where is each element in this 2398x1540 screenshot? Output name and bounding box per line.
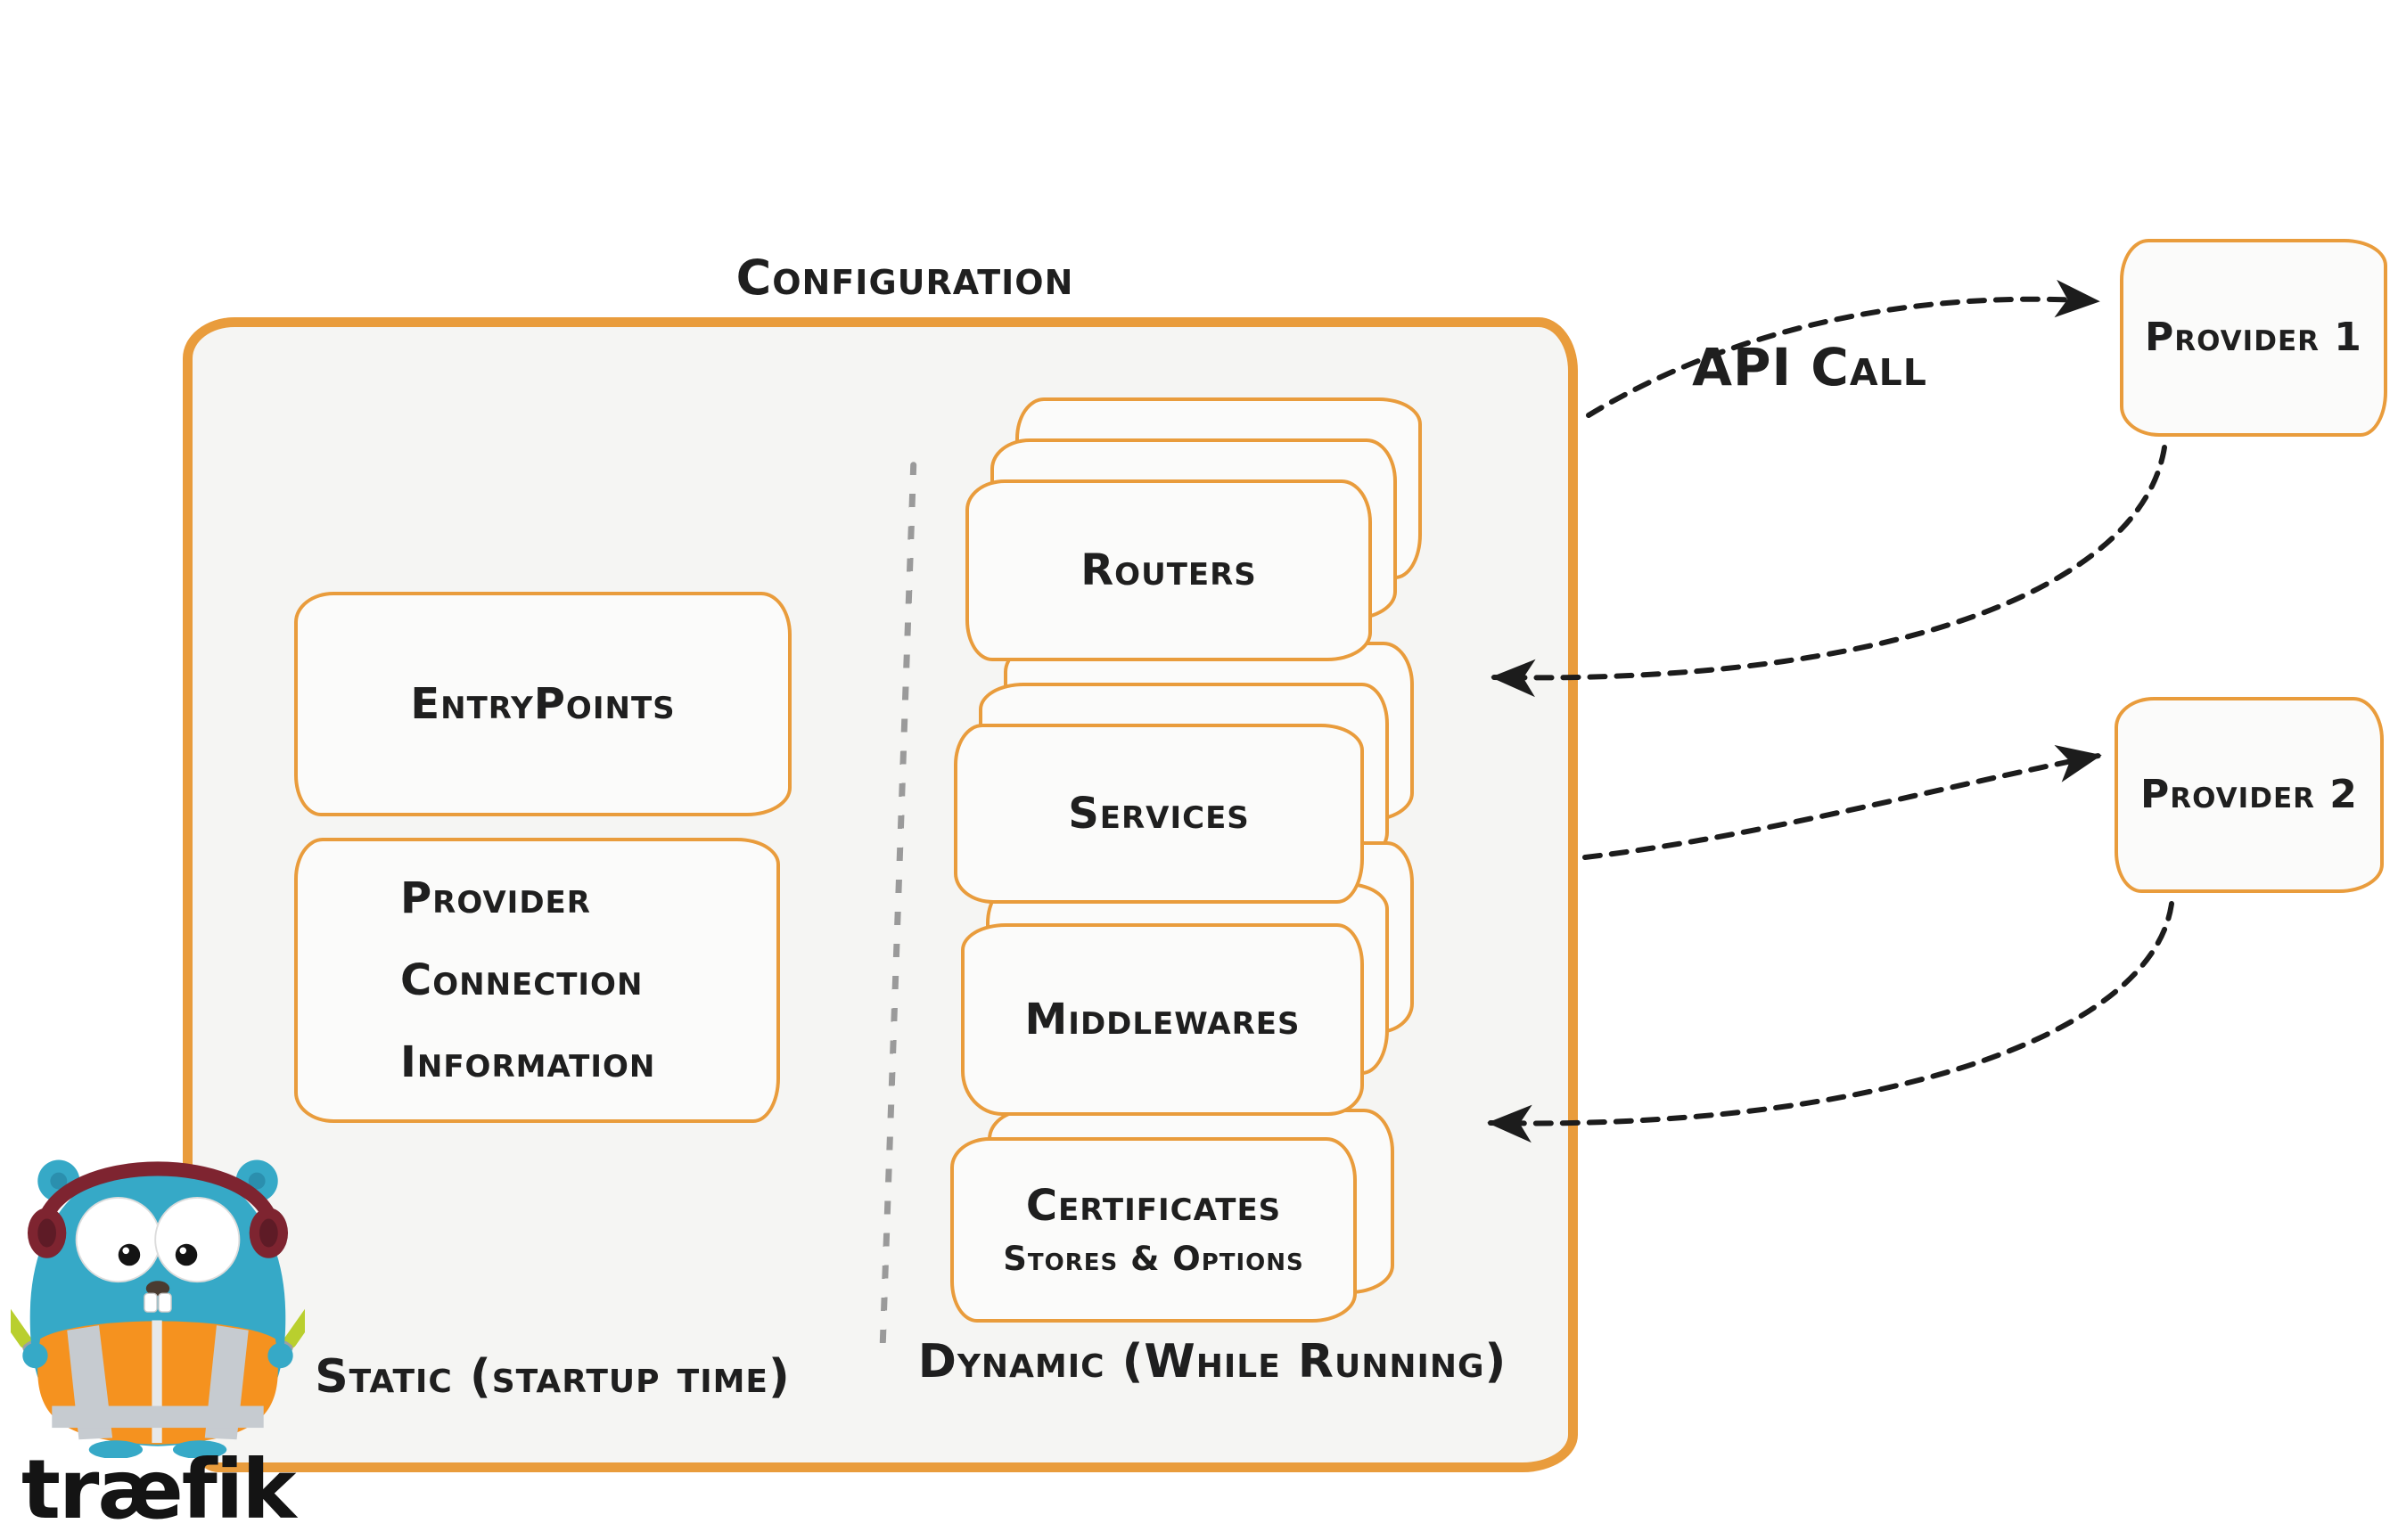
certificates-sublabel: Stores & Options <box>1003 1240 1304 1278</box>
gopher-nose-teeth <box>144 1281 172 1313</box>
certificates-card: Certificates Stores & Options <box>950 1137 1357 1323</box>
provider-connection-information-card: Provider Connection Information <box>294 838 780 1123</box>
static-section-label: Static (startup time) <box>315 1350 791 1404</box>
gopher-hands-feet <box>22 1342 293 1458</box>
routers-card: Routers <box>965 479 1372 661</box>
middlewares-label: Middlewares <box>1024 995 1301 1044</box>
arrow-provider1-to-config <box>1491 445 2167 698</box>
provider-2-box: Provider 2 <box>2115 697 2384 893</box>
traefik-wordmark: træfik <box>21 1442 296 1537</box>
services-label: Services <box>1068 789 1250 839</box>
gopher-headphones <box>27 1161 289 1258</box>
traefik-gopher-logo <box>11 1159 305 1458</box>
arrow-config-to-provider2 <box>1582 745 2102 860</box>
provider-1-label: Provider 1 <box>2145 315 2362 360</box>
provider-2-label: Provider 2 <box>2140 772 2358 817</box>
provider-connection-information-label: Provider Connection Information <box>400 873 656 1087</box>
gopher-eyes <box>75 1197 241 1283</box>
diagram-title: Configuration <box>735 250 1074 306</box>
gopher-safety-vest <box>37 1320 278 1445</box>
middlewares-card: Middlewares <box>961 923 1364 1116</box>
provider-1-box: Provider 1 <box>2120 239 2387 437</box>
entrypoints-label: EntryPoints <box>410 679 676 729</box>
certificates-label: Certificates <box>1025 1181 1282 1231</box>
entrypoints-card: EntryPoints <box>294 592 792 816</box>
api-call-label: API Call <box>1692 337 1927 397</box>
routers-label: Routers <box>1080 545 1257 595</box>
services-card: Services <box>954 724 1364 904</box>
dynamic-section-label: Dynamic (While Running) <box>917 1335 1507 1388</box>
arrow-provider2-to-config <box>1487 901 2174 1143</box>
